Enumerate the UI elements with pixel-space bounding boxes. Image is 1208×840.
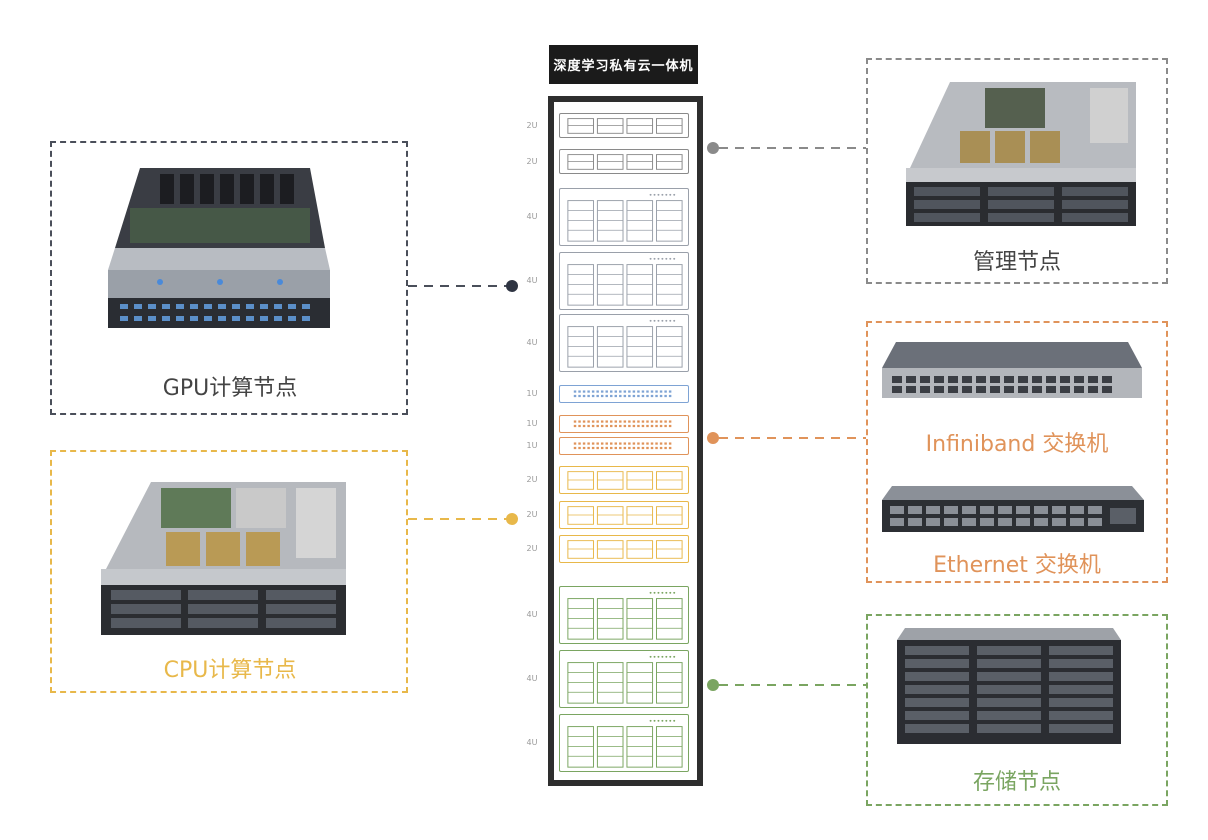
ethernet-switch-label: Ethernet 交换机 [933,553,1101,578]
cpu-node-label: CPU计算节点 [163,658,297,683]
rack-unit-gpu [559,314,689,372]
mgmt-node-group [866,58,1168,284]
rack-unit-size-label: 1U [526,389,538,398]
rack-unit-storage [559,714,689,772]
storage-node-label: 存储节点 [972,770,1061,795]
rack-title: 深度学习私有云一体机 [549,45,698,84]
rack-unit-mgmt [559,149,689,174]
rack-unit-cpu [559,501,689,529]
gpu-server-image [108,168,330,328]
rack-unit-switch-eth [559,437,689,455]
rack-unit-size-label: 1U [526,419,538,428]
mgmt-node-label: 管理节点 [972,250,1061,275]
storage-connector-dot [707,679,719,691]
rack-unit-size-label: 4U [526,276,538,285]
rack-unit-size-label: 2U [526,475,538,484]
ethernet-switch-image [882,486,1144,532]
cpu-node-group [50,450,408,693]
mgmt-server-image [906,82,1136,226]
cpu-server-image [101,482,346,635]
rack-unit-size-label: 4U [526,338,538,347]
gpu-node-label: GPU计算节点 [162,376,298,401]
infiniband-switch-label: Infiniband 交换机 [925,432,1109,457]
rack-unit-mgmt [559,113,689,138]
infiniband-switch-image [882,342,1142,398]
rack-unit-cpu [559,535,689,563]
rack-unit-size-label: 4U [526,212,538,221]
rack-unit-size-label: 2U [526,510,538,519]
rack-unit-switch-eth [559,415,689,433]
rack-unit-switch-ib [559,385,689,403]
rack-unit-storage [559,586,689,644]
rack-unit-size-label: 2U [526,156,538,166]
rack-unit-size-label: 1U [526,441,538,450]
rack-unit-storage [559,650,689,708]
rack-unit-size-label: 4U [526,738,538,747]
rack-unit-size-label: 2U [526,120,538,130]
switch-group [866,321,1168,583]
storage-node-group [866,614,1168,806]
server-rack [548,96,703,786]
storage-server-image [897,628,1121,744]
mgmt-connector-dot [707,142,719,154]
rack-unit-size-label: 4U [526,674,538,683]
gpu-node-group [50,141,408,415]
switch-connector-dot [707,432,719,444]
rack-unit-gpu [559,252,689,310]
rack-unit-size-label: 4U [526,610,538,619]
rack-unit-gpu [559,188,689,246]
rack-unit-size-label: 2U [526,544,538,553]
rack-unit-cpu [559,466,689,494]
